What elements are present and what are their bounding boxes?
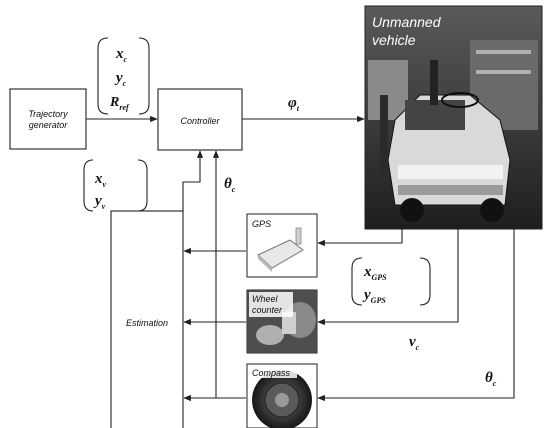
phi-sub: t (297, 104, 300, 113)
vehicle-heading-label: θc (485, 370, 497, 388)
vc-sub: c (416, 343, 420, 352)
controller-block: Controller (158, 89, 242, 150)
unmanned-vehicle-photo: Unmanned vehicle (365, 6, 542, 229)
xgps-sub: GPS (372, 273, 388, 282)
ygps-sub: GPS (371, 296, 387, 305)
ygps-base: y (362, 287, 371, 303)
rref-sub: ref (119, 103, 130, 112)
svg-text:Rref: Rref (109, 95, 130, 112)
controller-heading-label: θc (224, 176, 236, 194)
wheel-counter-label-line1: Wheel (252, 294, 279, 304)
est-right-bracket (138, 160, 147, 211)
rref-base: R (109, 95, 119, 110)
svg-text:yGPS: yGPS (362, 287, 386, 305)
yc-base: y (114, 70, 123, 86)
yv-sub: v (102, 202, 106, 211)
theta-out-base: θ (485, 370, 493, 386)
vehicle-label-line2: vehicle (372, 32, 416, 48)
theta-ctrl-base: θ (224, 176, 232, 192)
compass-photo: Compass (247, 364, 317, 428)
ref-right-bracket (139, 38, 149, 114)
trajectory-generator-label-line1: Trajectory (28, 109, 68, 119)
svg-text:yv: yv (93, 193, 106, 211)
theta-out-sub: c (493, 379, 497, 388)
yc-sub: c (123, 79, 127, 88)
svg-text:xGPS: xGPS (363, 264, 387, 282)
gps-right-bracket (420, 258, 430, 305)
gps-device-photo: GPS (247, 214, 317, 277)
gps-label: GPS (252, 219, 271, 229)
phi-base: φ (288, 95, 297, 111)
vehicle-to-gps-arrow (318, 229, 402, 243)
ref-signals-label: xc yc Rref (109, 46, 130, 112)
wheel-counter-label-line2: counter (252, 305, 283, 315)
compass-label: Compass (252, 368, 291, 378)
gps-left-bracket (352, 258, 362, 305)
vehicle-label-line1: Unmanned (372, 14, 442, 30)
velocity-label: vc (409, 334, 420, 352)
steering-angle-label: φt (288, 95, 300, 113)
controller-label: Controller (180, 116, 220, 126)
estimation-block: Estimation (111, 211, 183, 428)
estimation-to-controller-arrow (183, 151, 200, 211)
est-left-bracket (84, 160, 93, 211)
svg-text:xc: xc (115, 46, 128, 64)
svg-text:xv: xv (94, 171, 107, 189)
xv-sub: v (103, 180, 107, 189)
ref-left-bracket (98, 38, 108, 114)
trajectory-generator-block: Trajectory generator (10, 89, 86, 149)
trajectory-generator-label-line2: generator (29, 120, 69, 130)
theta-ctrl-sub: c (232, 185, 236, 194)
wheel-counter-photo: Wheel counter (247, 290, 317, 353)
gps-position-label: xGPS yGPS (362, 264, 387, 305)
svg-text:yc: yc (114, 70, 127, 88)
estimation-label: Estimation (126, 318, 168, 328)
xc-sub: c (124, 55, 128, 64)
yv-base: y (93, 193, 102, 209)
estimated-position-label: xv yv (93, 171, 107, 211)
